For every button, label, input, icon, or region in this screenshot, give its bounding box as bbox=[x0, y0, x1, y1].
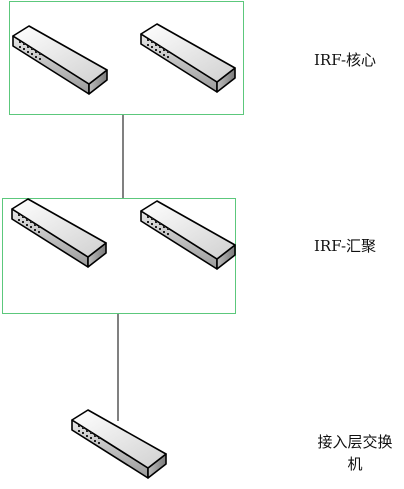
access-switch bbox=[71, 409, 167, 479]
aggregation-switch-1 bbox=[11, 198, 107, 268]
network-switch-icon bbox=[11, 198, 107, 268]
network-switch-icon bbox=[140, 23, 236, 93]
aggregation-tier-label: IRF-汇聚 bbox=[314, 237, 377, 255]
aggregation-switch-2 bbox=[140, 200, 236, 270]
core-switch-2 bbox=[140, 23, 236, 93]
access-tier-label: 接入层交换机 bbox=[317, 433, 393, 473]
aggregation-irf-group-box bbox=[2, 198, 236, 314]
network-switch-icon bbox=[71, 409, 167, 479]
core-tier-label: IRF-核心 bbox=[314, 51, 377, 69]
core-irf-group-box bbox=[9, 1, 244, 115]
core-switch-1 bbox=[12, 25, 108, 95]
network-switch-icon bbox=[140, 200, 236, 270]
network-switch-icon bbox=[12, 25, 108, 95]
